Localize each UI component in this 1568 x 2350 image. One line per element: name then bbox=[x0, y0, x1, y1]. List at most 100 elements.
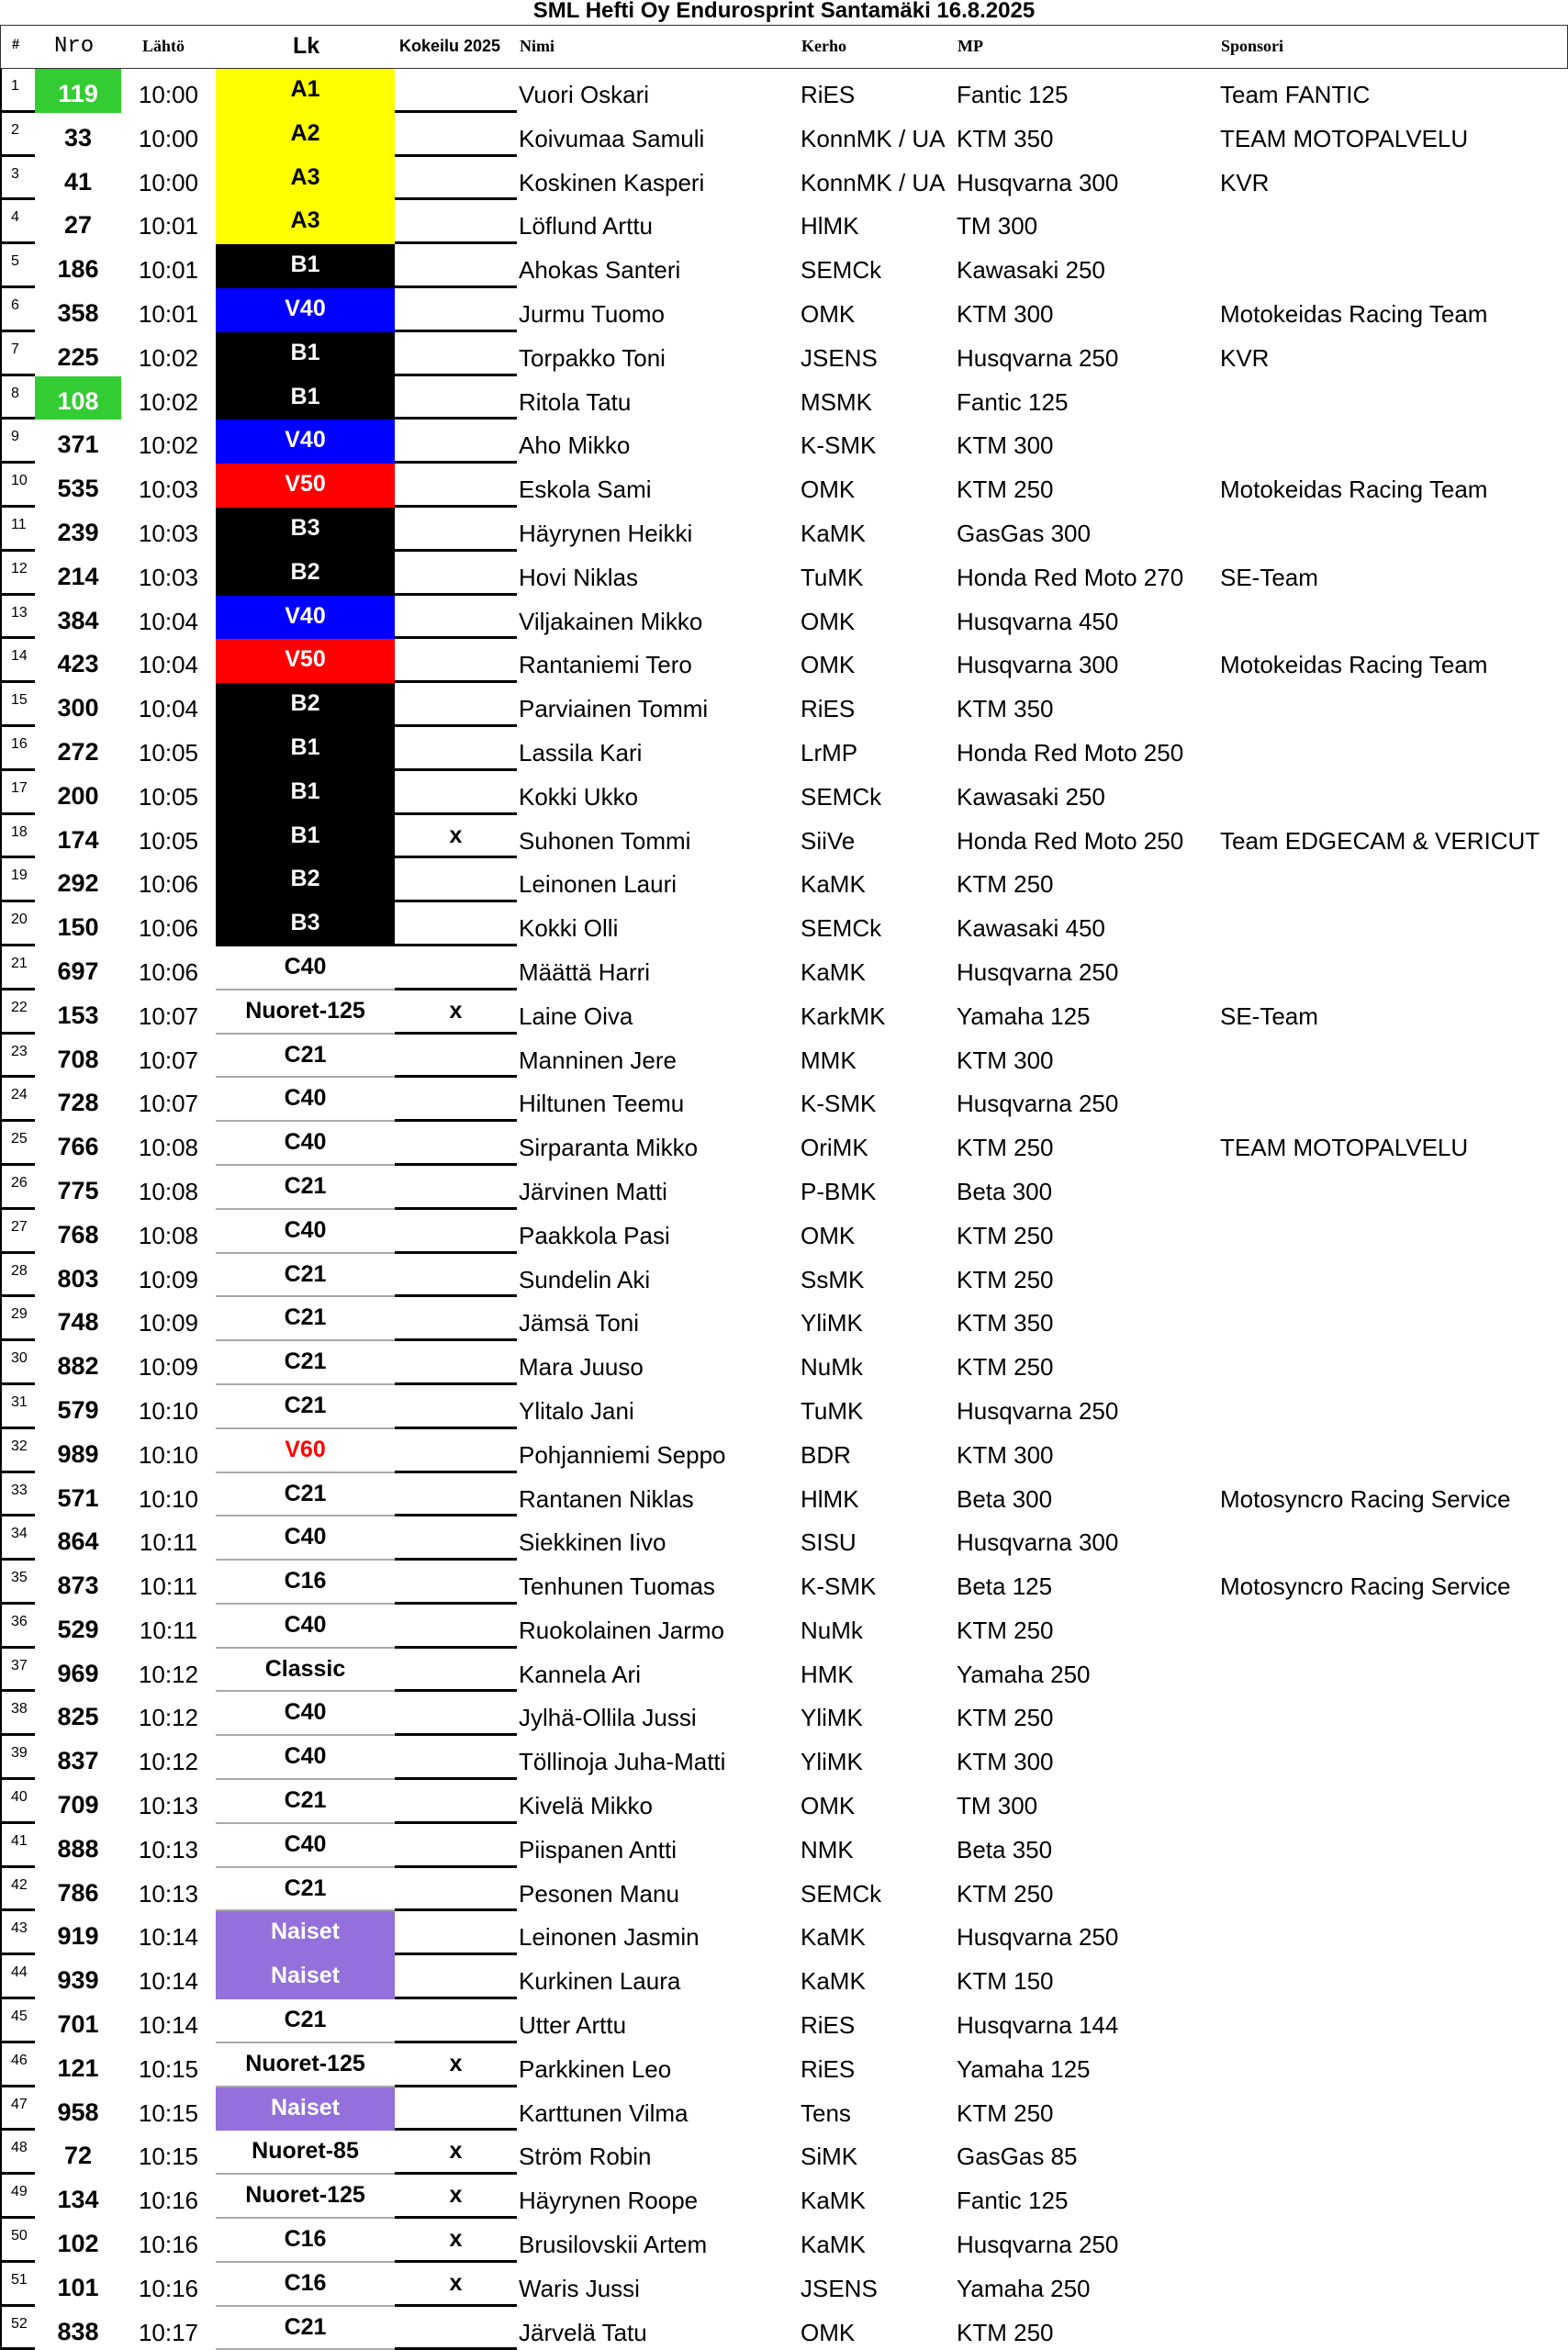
club: SiMK bbox=[801, 2143, 858, 2171]
rider-name: Aho Mikko bbox=[519, 431, 631, 460]
class-badge: C40 bbox=[216, 1692, 395, 1737]
row-number: 7 bbox=[0, 331, 35, 376]
rider-name: Manninen Jere bbox=[519, 1046, 677, 1074]
row-number: 34 bbox=[0, 1516, 35, 1561]
kokeilu-mark bbox=[395, 1429, 517, 1473]
sponsor bbox=[1220, 244, 1568, 288]
row-number: 2 bbox=[0, 112, 35, 157]
start-time: 10:06 bbox=[138, 870, 199, 899]
start-time: 10:03 bbox=[138, 563, 199, 591]
sponsor: SE-Team bbox=[1220, 563, 1318, 591]
sponsor bbox=[1220, 2307, 1568, 2350]
motorcycle: KTM 250 bbox=[957, 2318, 1054, 2346]
start-time: 10:00 bbox=[138, 124, 199, 152]
row-number: 15 bbox=[0, 683, 35, 727]
motorcycle: Honda Red Moto 270 bbox=[957, 563, 1184, 591]
start-time: 10:00 bbox=[138, 81, 199, 108]
kokeilu-mark: x bbox=[395, 2175, 517, 2220]
sponsor bbox=[1220, 1780, 1568, 1824]
start-time: 10:15 bbox=[138, 2143, 199, 2171]
club: SEMCk bbox=[801, 1879, 882, 1908]
rider-number: 786 bbox=[57, 1878, 99, 1907]
class-badge: A2 bbox=[216, 112, 395, 157]
rider-number: 766 bbox=[57, 1133, 99, 1161]
rider-name: Ström Robin bbox=[519, 2143, 652, 2171]
page-title: SML Hefti Oy Endurosprint Santamäki 16.8… bbox=[532, 0, 1036, 23]
rider-number: 225 bbox=[57, 342, 99, 371]
rider-name: Järvelä Tatu bbox=[519, 2318, 647, 2346]
motorcycle: KTM 250 bbox=[957, 1353, 1054, 1382]
start-time: 10:04 bbox=[138, 695, 199, 723]
start-time: 10:07 bbox=[138, 1002, 199, 1030]
motorcycle: Beta 125 bbox=[957, 1572, 1053, 1601]
class-badge: B1 bbox=[216, 814, 395, 859]
rider-name: Kokki Ukko bbox=[519, 782, 639, 811]
class-badge: Naiset bbox=[216, 2087, 395, 2132]
rider-number: 969 bbox=[57, 1659, 99, 1687]
class-badge: C21 bbox=[216, 1341, 395, 1385]
rider-name: Parviainen Tommi bbox=[519, 695, 709, 723]
motorcycle: Husqvarna 250 bbox=[957, 1923, 1119, 1952]
kokeilu-mark bbox=[395, 508, 517, 552]
row-number: 33 bbox=[0, 1472, 35, 1517]
row-number: 5 bbox=[0, 244, 35, 288]
motorcycle: Yamaha 250 bbox=[957, 1660, 1091, 1688]
kokeilu-mark bbox=[395, 2307, 517, 2350]
kokeilu-mark bbox=[395, 683, 517, 727]
rider-name: Järvinen Matti bbox=[519, 1177, 667, 1205]
kokeilu-mark bbox=[395, 1868, 517, 1912]
kokeilu-mark bbox=[395, 771, 517, 815]
club: HlMK bbox=[801, 212, 859, 241]
motorcycle: KTM 250 bbox=[957, 476, 1054, 504]
sponsor bbox=[1220, 1911, 1568, 1955]
class-badge: C40 bbox=[216, 1605, 395, 1649]
motorcycle: KTM 250 bbox=[957, 870, 1054, 899]
club: HMK bbox=[801, 1660, 854, 1688]
rider-number: 989 bbox=[57, 1439, 99, 1468]
row-number: 52 bbox=[0, 2306, 35, 2350]
rider-number: 768 bbox=[57, 1220, 99, 1248]
kokeilu-mark bbox=[395, 1561, 517, 1605]
sponsor: TEAM MOTOPALVELU bbox=[1220, 124, 1469, 152]
kokeilu-mark bbox=[395, 1078, 517, 1123]
rider-name: Siekkinen Iivo bbox=[519, 1528, 666, 1557]
motorcycle: Husqvarna 300 bbox=[957, 168, 1119, 196]
rider-number: 214 bbox=[57, 562, 99, 590]
sponsor: SE-Team bbox=[1220, 1002, 1318, 1030]
sponsor bbox=[1220, 727, 1568, 771]
sponsor bbox=[1220, 1605, 1568, 1649]
rider-number: 873 bbox=[57, 1572, 99, 1600]
club: KaMK bbox=[801, 870, 866, 899]
start-time: 10:01 bbox=[138, 256, 199, 285]
motorcycle: KTM 250 bbox=[957, 1134, 1054, 1162]
rider-number: 728 bbox=[57, 1089, 99, 1117]
row-number: 22 bbox=[0, 990, 35, 1035]
rider-number: 121 bbox=[57, 2053, 99, 2082]
header-kokeilu: Kokeilu 2025 bbox=[399, 37, 501, 55]
class-badge: V50 bbox=[216, 464, 395, 508]
start-time: 10:14 bbox=[138, 2011, 199, 2040]
start-time: 10:02 bbox=[138, 343, 199, 372]
rider-number: 939 bbox=[57, 1966, 99, 1995]
kokeilu-mark bbox=[395, 288, 517, 332]
row-number: 16 bbox=[0, 726, 35, 771]
row-number: 49 bbox=[0, 2175, 35, 2220]
start-time: 10:11 bbox=[139, 1528, 198, 1557]
start-time: 10:02 bbox=[138, 431, 199, 460]
row-number: 51 bbox=[0, 2262, 35, 2307]
rider-name: Määttä Harri bbox=[519, 957, 651, 986]
sponsor bbox=[1220, 902, 1568, 946]
start-time: 10:13 bbox=[138, 1835, 199, 1863]
class-badge: C16 bbox=[216, 2219, 395, 2263]
rider-name: Jylhä-Ollila Jussi bbox=[519, 1704, 697, 1732]
kokeilu-mark bbox=[395, 113, 517, 157]
